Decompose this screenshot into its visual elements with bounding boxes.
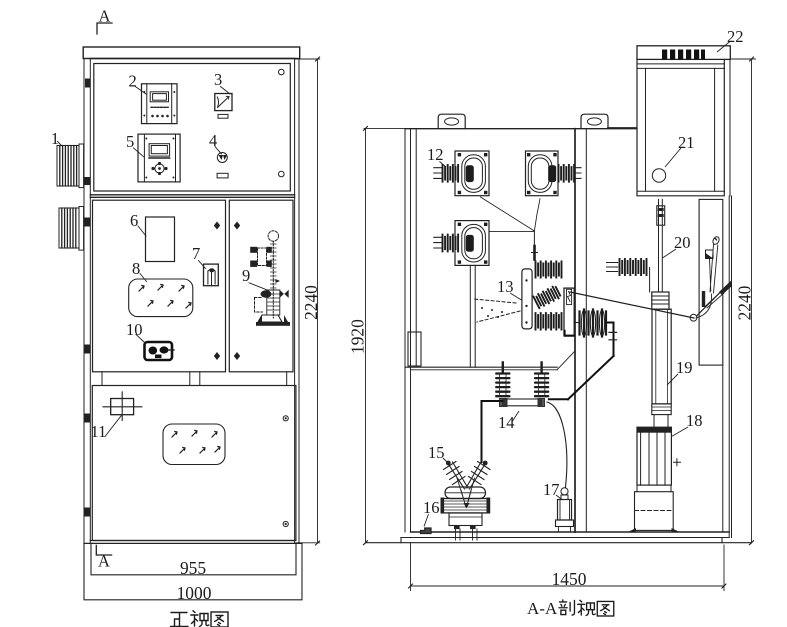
svg-text:10: 10: [126, 320, 143, 339]
svg-text:22: 22: [727, 27, 744, 46]
svg-text:1450: 1450: [552, 569, 587, 589]
svg-text:1000: 1000: [177, 583, 212, 603]
svg-text:19: 19: [676, 358, 693, 377]
svg-text:2: 2: [129, 72, 137, 91]
svg-text:21: 21: [678, 133, 695, 152]
svg-text:A: A: [99, 7, 111, 26]
svg-text:1: 1: [51, 129, 59, 148]
svg-text:12: 12: [427, 145, 444, 164]
svg-text:4: 4: [209, 131, 217, 150]
svg-text:20: 20: [674, 233, 691, 252]
svg-text:5: 5: [126, 132, 134, 151]
svg-text:A: A: [98, 552, 110, 571]
svg-text:1920: 1920: [348, 319, 368, 354]
svg-text:2240: 2240: [301, 285, 321, 320]
svg-text:8: 8: [132, 259, 140, 278]
svg-text:2240: 2240: [734, 285, 754, 320]
svg-text:6: 6: [130, 211, 138, 230]
svg-text:17: 17: [543, 480, 560, 499]
svg-text:11: 11: [91, 422, 107, 441]
svg-text:16: 16: [423, 498, 440, 517]
svg-text:A-A: A-A: [527, 599, 558, 618]
svg-text:13: 13: [497, 277, 514, 296]
svg-text:955: 955: [180, 558, 206, 578]
svg-text:3: 3: [214, 70, 222, 89]
svg-text:18: 18: [686, 411, 703, 430]
svg-text:15: 15: [428, 443, 445, 462]
svg-text:14: 14: [498, 413, 515, 432]
svg-text:9: 9: [242, 266, 250, 285]
svg-text:7: 7: [192, 244, 200, 263]
